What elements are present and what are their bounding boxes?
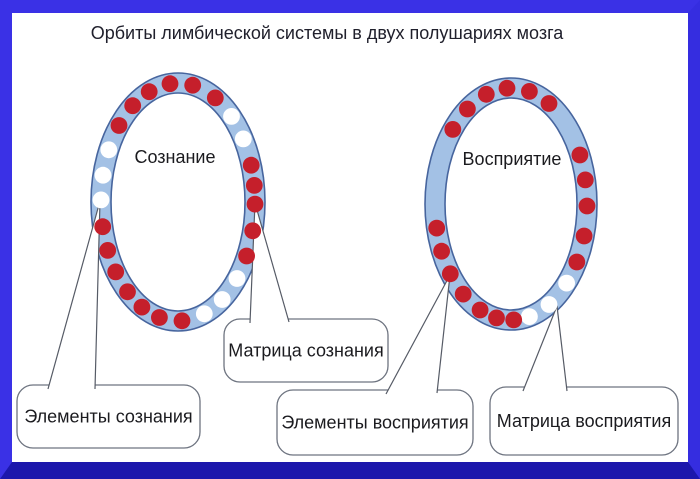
consciousness-red-dot [242, 156, 260, 174]
elements-of-perception-callout-pointer [385, 274, 451, 395]
perception-red-dot [471, 301, 489, 319]
matrix-of-perception-callout-box [489, 386, 679, 456]
perception-red-dot [540, 95, 558, 112]
consciousness-red-dot [151, 309, 168, 326]
matrix-of-perception-label: Матрица восприятия [497, 411, 671, 431]
matrix-of-consciousness-callout-box [223, 318, 389, 383]
perception-red-dot [459, 100, 476, 118]
perception-white-dot [521, 308, 538, 325]
consciousness-red-dot [244, 222, 262, 240]
consciousness-red-dot [94, 218, 112, 236]
elements-of-consciousness-label: Элементы сознания [24, 407, 192, 427]
consciousness-white-dot [213, 291, 231, 308]
diagram-title: Орбиты лимбической системы в двух полуша… [90, 23, 564, 43]
consciousness-red-dot [140, 83, 158, 101]
consciousness-red-dot [245, 177, 263, 194]
perception-red-dot [576, 171, 594, 189]
consciousness-ring-label: Сознание [134, 147, 215, 167]
matrix-of-consciousness-label: Матрица сознания [228, 341, 383, 361]
consciousness-white-dot [100, 141, 118, 159]
perception-red-dot [454, 285, 472, 303]
consciousness-red-dot [184, 76, 202, 94]
perception-red-dot [441, 265, 459, 283]
perception-red-dot [578, 197, 596, 215]
matrix-of-consciousness-callout-pointer [249, 202, 290, 324]
elements-of-consciousness-callout-box [16, 384, 201, 449]
perception-ring-label: Восприятие [463, 149, 562, 169]
consciousness-white-dot [234, 130, 252, 148]
consciousness-red-dot [238, 247, 256, 265]
perception-red-dot [571, 146, 589, 164]
consciousness-red-dot [206, 89, 224, 107]
consciousness-red-dot [107, 263, 125, 281]
perception-red-dot [428, 219, 446, 237]
consciousness-red-dot [173, 312, 191, 330]
consciousness-white-dot [92, 191, 110, 209]
perception-orbit-ring-inner [444, 97, 578, 311]
perception-red-dot [498, 79, 516, 97]
consciousness-white-dot [94, 166, 112, 184]
consciousness-red-dot [110, 117, 128, 134]
consciousness-red-dot [161, 75, 179, 93]
consciousness-orbit-ring-inner [110, 92, 246, 312]
perception-white-dot [558, 274, 575, 292]
consciousness-red-dot [133, 298, 151, 316]
perception-red-dot [488, 309, 505, 327]
perception-white-dot [540, 296, 558, 313]
elements-of-perception-callout-box [276, 389, 474, 456]
consciousness-white-dot [228, 270, 246, 287]
perception-red-dot [575, 227, 593, 245]
elements-of-perception-label: Элементы восприятия [281, 413, 468, 433]
consciousness-white-dot [223, 108, 240, 125]
perception-red-dot [505, 311, 523, 329]
consciousness-red-dot [246, 195, 264, 213]
elements-of-consciousness-callout-pointer [47, 200, 101, 390]
consciousness-white-dot [195, 305, 213, 323]
perception-red-dot [477, 85, 495, 103]
perception-red-dot [568, 253, 586, 271]
consciousness-red-dot [99, 242, 117, 259]
consciousness-red-dot [124, 97, 142, 115]
perception-red-dot [433, 242, 450, 260]
consciousness-red-dot [119, 283, 136, 301]
perception-red-dot [521, 83, 538, 100]
perception-red-dot [444, 120, 462, 138]
